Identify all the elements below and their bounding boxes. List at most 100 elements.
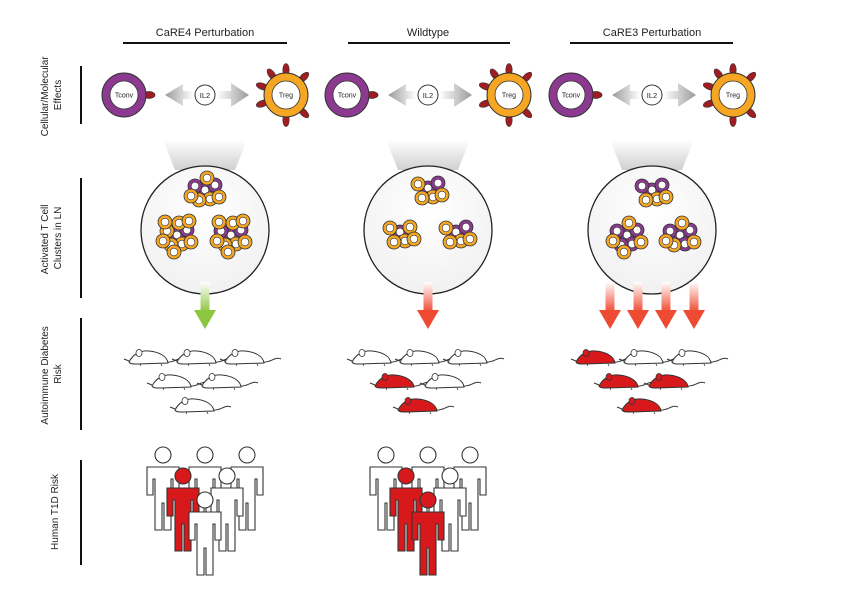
treg-nucleus <box>271 80 301 110</box>
il2-arrow-right <box>440 83 472 107</box>
cell-nucleus-small <box>184 216 194 226</box>
row-label-diabetes: Autoimmune Diabetes Risk <box>40 318 82 430</box>
mouse-foot <box>385 387 388 391</box>
cell-nucleus-small <box>441 223 451 233</box>
cell-nucleus-small <box>619 247 629 257</box>
mouse-foot <box>659 387 662 391</box>
people-group-wildtype <box>369 446 487 576</box>
row-label-clusters: Activated T Cell Clusters in LN <box>40 178 82 298</box>
mouse-body <box>424 374 465 389</box>
mouse-foot <box>680 387 683 391</box>
cell-nucleus-small <box>685 225 695 235</box>
mouse-foot <box>206 411 209 415</box>
cell-nucleus-small <box>417 193 427 203</box>
cell-nucleus-small <box>632 225 642 235</box>
mouse-foot <box>235 363 238 367</box>
cell-nucleus-small <box>385 223 395 233</box>
mouse-foot <box>632 411 635 415</box>
mouse-body <box>176 350 217 365</box>
il2-arrow-left <box>165 84 193 106</box>
cell-nucleus-small <box>389 237 399 247</box>
mouse-nose <box>442 358 449 362</box>
cell-nucleus-small <box>641 195 651 205</box>
mouse-nose <box>643 382 650 386</box>
mouse-body <box>447 350 488 365</box>
mouse-healthy <box>146 373 209 391</box>
mouse-healthy <box>442 349 505 367</box>
mouse-nose <box>196 382 203 386</box>
cell-nucleus-small <box>214 192 224 202</box>
risk-arrow-head <box>683 310 705 329</box>
risk-arrows-wildtype <box>417 282 439 329</box>
mouse-ear <box>381 373 389 381</box>
mouse-nose <box>392 406 399 410</box>
cell-nucleus-small <box>212 236 222 246</box>
mouse-foot <box>586 363 589 367</box>
mouse-body <box>648 374 689 389</box>
zoom-cone <box>163 140 247 170</box>
treg-label: Treg <box>502 93 516 100</box>
treg-nucleus <box>718 80 748 110</box>
mouse-ear <box>158 373 166 381</box>
cell-nucleus-small <box>240 237 250 247</box>
mouse-ear <box>208 373 216 381</box>
mouse-nose <box>570 358 577 362</box>
mouse-nose <box>618 358 625 362</box>
il2-arrow-left <box>612 84 640 106</box>
cell-nucleus-small <box>223 247 233 257</box>
mouse-ear <box>431 373 439 381</box>
mice-group-wildtype <box>346 349 505 415</box>
tconv-label: Tconv <box>115 93 134 100</box>
zoom-cone <box>610 140 694 170</box>
cell-nucleus-small <box>202 173 212 183</box>
il2-arrow-right <box>217 83 249 107</box>
mouse-foot <box>187 363 190 367</box>
person-body <box>188 511 222 576</box>
il2-molecule <box>641 84 663 106</box>
cell-nucleus-small <box>433 178 443 188</box>
cell-nucleus-small <box>689 237 699 247</box>
mouse-foot <box>233 387 236 391</box>
mouse-foot <box>212 387 215 391</box>
mouse-foot <box>431 363 434 367</box>
mouse-nose <box>171 358 178 362</box>
row-label-cellular-line2: Effects <box>53 80 64 110</box>
cell-nucleus-small <box>186 191 196 201</box>
mouse-healthy <box>219 349 282 367</box>
mouse-foot <box>609 387 612 391</box>
person-head <box>419 491 437 509</box>
cell-cluster <box>209 213 253 260</box>
treg-label: Treg <box>726 93 740 100</box>
mouse-tail <box>239 381 259 387</box>
mouse-ear <box>358 349 366 357</box>
mouse-nose <box>666 358 673 362</box>
treg-label: Treg <box>279 93 293 100</box>
mouse-body <box>671 350 712 365</box>
mouse-ear <box>231 349 239 357</box>
cell-nucleus-small <box>612 226 622 236</box>
mouse-foot <box>655 363 658 367</box>
mouse-affected <box>369 373 432 391</box>
mouse-nose <box>123 358 130 362</box>
cell-nucleus-small <box>158 236 168 246</box>
mouse-body <box>623 350 664 365</box>
cell-nucleus-small <box>169 247 179 257</box>
person-head <box>419 446 437 464</box>
lymph-node-circle <box>587 165 717 295</box>
mouse-body <box>621 398 662 413</box>
svg-text:Autoimmune Diabetes Risk: Autoimmune Diabetes Risk <box>40 323 64 424</box>
cell-nucleus-small <box>437 190 447 200</box>
mouse-body <box>151 374 192 389</box>
risk-arrows-care3 <box>599 282 705 329</box>
mouse-affected <box>643 373 706 391</box>
person-head <box>196 446 214 464</box>
il2-molecule <box>417 84 439 106</box>
risk-arrow-shaft <box>689 282 699 312</box>
mouse-ear <box>630 349 638 357</box>
mouse-foot <box>458 363 461 367</box>
mouse-ear <box>183 349 191 357</box>
risk-arrow-head <box>599 310 621 329</box>
mouse-foot <box>185 411 188 415</box>
mouse-ear <box>454 349 462 357</box>
